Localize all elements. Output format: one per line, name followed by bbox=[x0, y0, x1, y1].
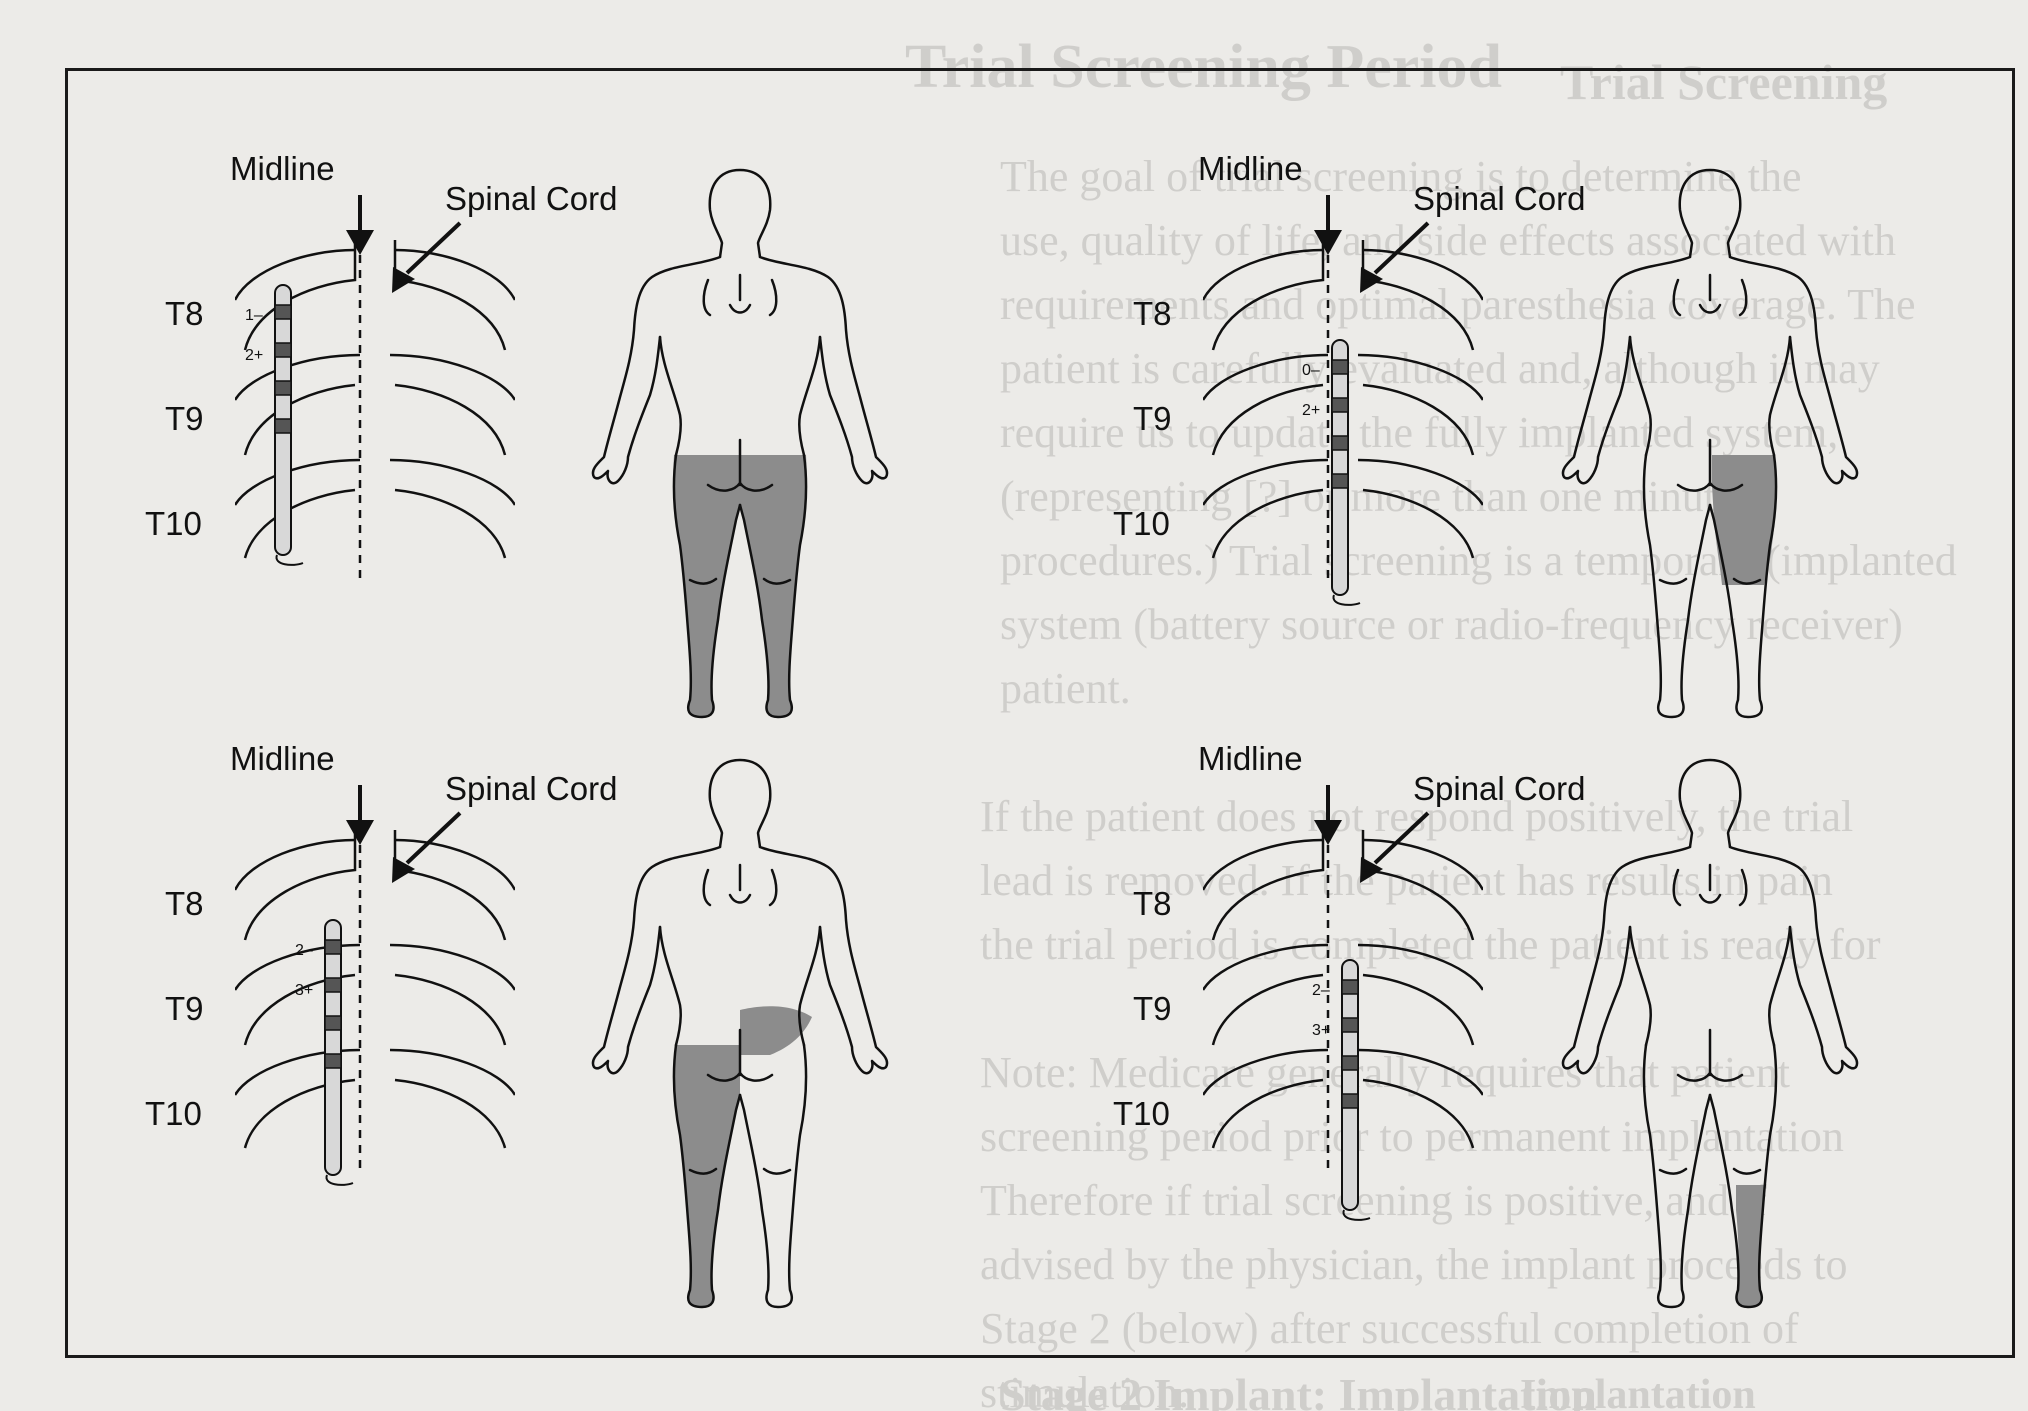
vertebra-arcs-right bbox=[390, 240, 515, 558]
vertebra-arcs-right bbox=[390, 830, 515, 1148]
coverage-shading bbox=[673, 455, 807, 717]
electrode-contact bbox=[1332, 360, 1348, 374]
vertebra-label-t9: T9 bbox=[1133, 400, 1172, 437]
electrode-contact bbox=[1332, 436, 1348, 450]
electrode-tail bbox=[326, 1175, 353, 1185]
spinal-cord-arrow-shaft bbox=[407, 223, 460, 273]
body-figure bbox=[593, 760, 887, 1307]
body-figure bbox=[593, 170, 887, 717]
electrode-contact bbox=[275, 305, 291, 319]
vertebra-label-t10: T10 bbox=[145, 505, 202, 542]
vertebra-label-t10: T10 bbox=[1113, 1095, 1170, 1132]
vertebra-label-t8: T8 bbox=[1133, 295, 1172, 332]
electrode-polarity-label: 1– bbox=[245, 307, 263, 324]
body-outline bbox=[593, 170, 887, 717]
spinal-cord-arrow-shaft bbox=[1375, 813, 1428, 863]
electrode-tail bbox=[1333, 595, 1360, 605]
electrode-contact bbox=[1342, 1018, 1358, 1032]
paresthesia-coverage bbox=[673, 455, 807, 717]
electrode-contact bbox=[325, 1016, 341, 1030]
midline-label: Midline bbox=[230, 150, 335, 187]
paresthesia-coverage bbox=[674, 1006, 812, 1307]
electrode-contact bbox=[1332, 398, 1348, 412]
electrode-polarity-label: 3+ bbox=[1312, 1022, 1330, 1039]
electrode-lead bbox=[325, 920, 341, 1175]
midline-label: Midline bbox=[230, 740, 335, 777]
spinal-cord-label: Spinal Cord bbox=[1413, 770, 1585, 807]
body-outline bbox=[1563, 760, 1857, 1307]
body-outline bbox=[1563, 170, 1857, 717]
electrode-polarity-label: 2– bbox=[1312, 982, 1330, 999]
electrode-polarity-label: 2– bbox=[295, 942, 313, 959]
vertebra-label-t10: T10 bbox=[145, 1095, 202, 1132]
electrode-contact bbox=[1342, 1094, 1358, 1108]
electrode-polarity-label: 3+ bbox=[295, 982, 313, 999]
spinal-cord-label: Spinal Cord bbox=[445, 180, 617, 217]
vertebra-label-t10: T10 bbox=[1113, 505, 1170, 542]
vertebra-arcs-left bbox=[235, 240, 360, 558]
vertebra-arcs-left bbox=[1203, 830, 1328, 1148]
spinal-cord-arrow-shaft bbox=[1375, 223, 1428, 273]
electrode-contact bbox=[325, 1054, 341, 1068]
spinal-cord-label: Spinal Cord bbox=[445, 770, 617, 807]
spinal-cord-arrow-shaft bbox=[407, 813, 460, 863]
vertebra-arcs-left bbox=[1203, 240, 1328, 558]
electrode-polarity-label: 2+ bbox=[245, 347, 263, 364]
electrode-tail bbox=[1343, 1210, 1370, 1220]
electrode-contact bbox=[275, 381, 291, 395]
vertebra-label-t8: T8 bbox=[165, 885, 204, 922]
electrode-contact bbox=[1332, 474, 1348, 488]
electrode-contact bbox=[275, 419, 291, 433]
vertebra-label-t9: T9 bbox=[1133, 990, 1172, 1027]
vertebra-arcs-right bbox=[1358, 240, 1483, 558]
body-figure bbox=[1563, 760, 1857, 1307]
electrode-contact bbox=[325, 978, 341, 992]
electrode-contact bbox=[325, 940, 341, 954]
body-outline bbox=[593, 760, 887, 1307]
electrode-polarity-label: 2+ bbox=[1302, 402, 1320, 419]
spinal-cord-label: Spinal Cord bbox=[1413, 180, 1585, 217]
vertebra-label-t8: T8 bbox=[165, 295, 204, 332]
electrode-lead bbox=[1332, 340, 1348, 595]
electrode-contact bbox=[275, 343, 291, 357]
electrode-tail bbox=[276, 555, 303, 565]
vertebra-label-t9: T9 bbox=[165, 400, 204, 437]
stimulation-panel: MidlineSpinal CordT8T9T10 2– 3+ bbox=[1113, 740, 1857, 1307]
electrode-lead bbox=[1342, 960, 1358, 1210]
midline-label: Midline bbox=[1198, 740, 1303, 777]
electrode-contact bbox=[1342, 980, 1358, 994]
midline-label: Midline bbox=[1198, 150, 1303, 187]
electrode-contact bbox=[1342, 1056, 1358, 1070]
electrode-polarity-label: 0– bbox=[1302, 362, 1320, 379]
vertebra-arcs-right bbox=[1358, 830, 1483, 1148]
vertebra-label-t8: T8 bbox=[1133, 885, 1172, 922]
vertebra-label-t9: T9 bbox=[165, 990, 204, 1027]
body-figure bbox=[1563, 170, 1857, 717]
